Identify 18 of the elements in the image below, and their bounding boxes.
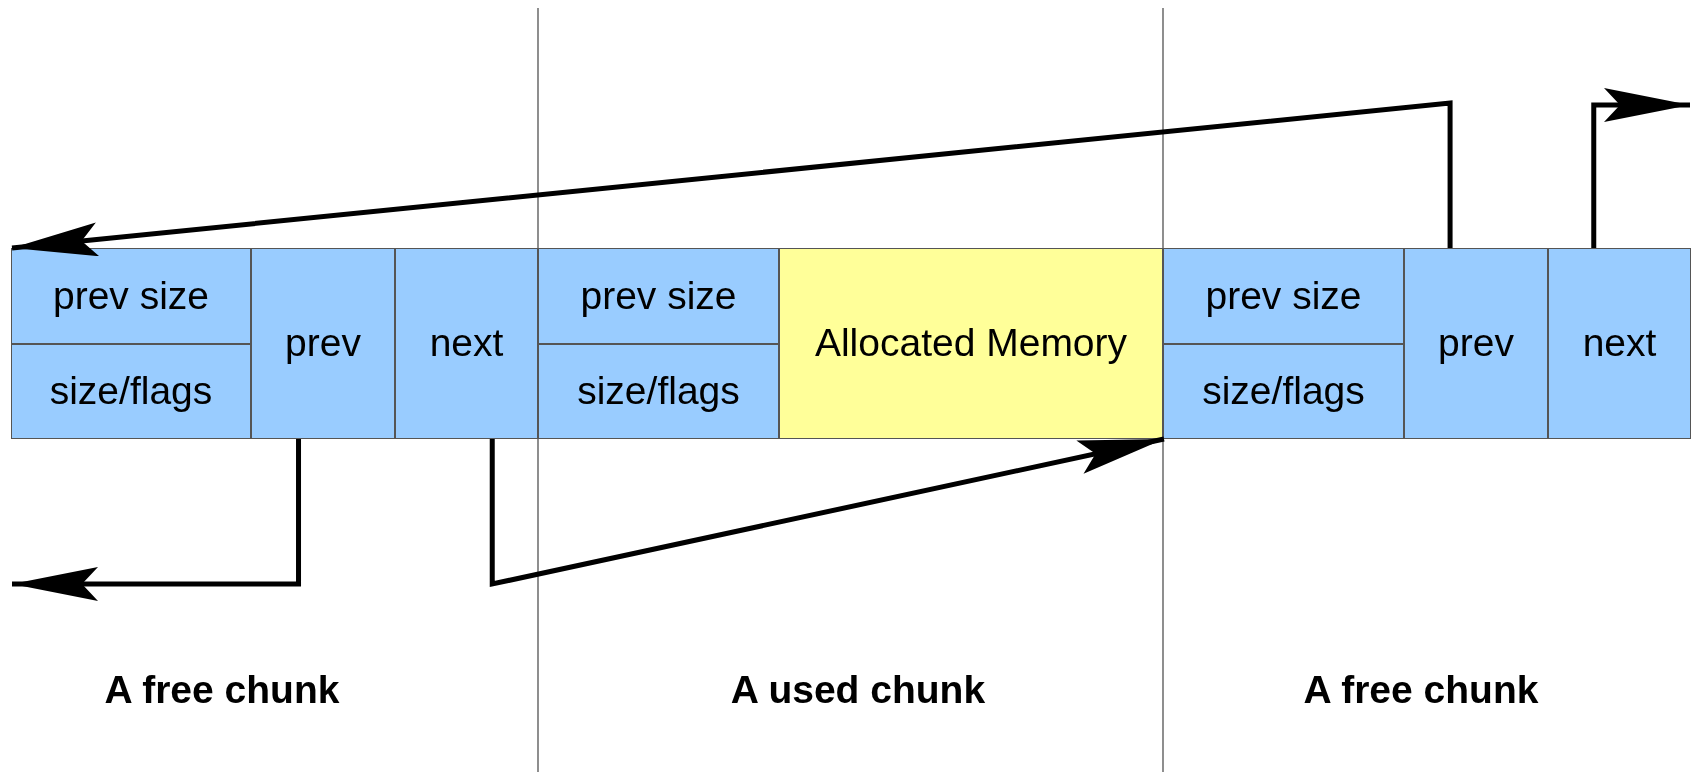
arrow — [11, 100, 1453, 257]
chunk-label: A free chunk — [104, 668, 340, 712]
arrow — [1591, 88, 1690, 248]
memory-cell: size/flags — [11, 344, 251, 439]
memory-cell: size/flags — [538, 344, 779, 439]
memory-cell: prev size — [538, 248, 779, 344]
chunk-label: A used chunk — [730, 668, 986, 712]
memory-cell: Allocated Memory — [779, 248, 1163, 439]
memory-cell: prev — [251, 248, 395, 439]
memory-cell: size/flags — [1163, 344, 1404, 439]
memory-cell: prev size — [1163, 248, 1404, 344]
arrow — [489, 436, 1165, 588]
arrow — [12, 439, 301, 601]
memory-cell: prev — [1404, 248, 1548, 439]
memory-cell: prev size — [11, 248, 251, 344]
memory-cell: next — [1548, 248, 1691, 439]
memory-cell: next — [395, 248, 538, 439]
chunk-label: A free chunk — [1303, 668, 1539, 712]
